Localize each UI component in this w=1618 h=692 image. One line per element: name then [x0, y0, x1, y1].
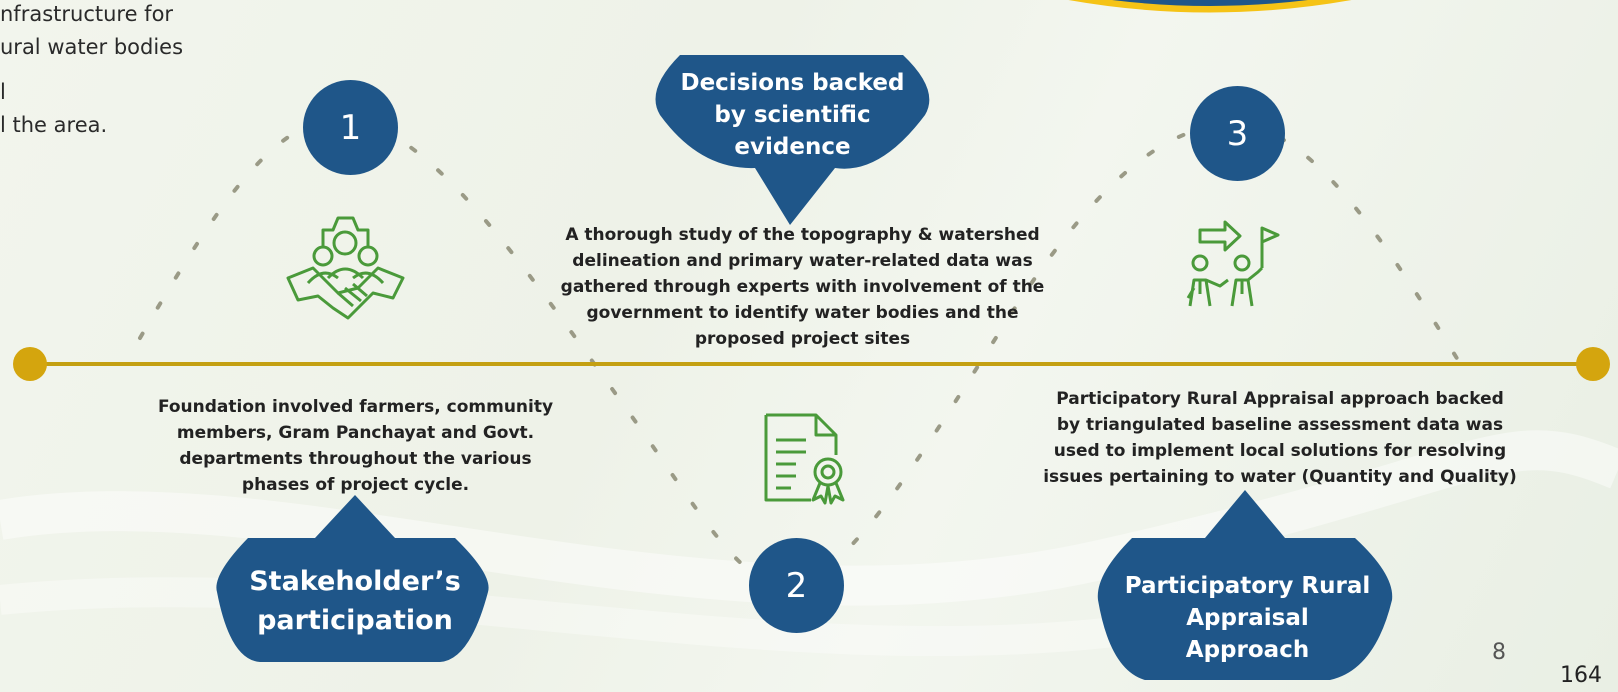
title-line: Stakeholder’s — [249, 566, 461, 597]
description-line: departments throughout the various — [179, 449, 532, 469]
corner-page-number: 164 — [1560, 663, 1602, 688]
step-2-title: Decisions backed by scientific evidence — [670, 67, 915, 163]
step-2-description: A thorough study of the topography & wat… — [530, 222, 1075, 352]
step-number-2: 2 — [749, 538, 844, 633]
intro-line: l — [0, 80, 6, 104]
timeline-line — [30, 362, 1593, 366]
description-line: by triangulated baseline assessment data… — [1056, 415, 1504, 435]
timeline-end-dot — [1576, 347, 1610, 381]
intro-line: l the area. — [0, 113, 108, 137]
intro-line: ural water bodies — [0, 35, 184, 59]
step-3-description: Participatory Rural Appraisal approach b… — [1015, 386, 1545, 490]
step-1-title: Stakeholder’s participation — [225, 562, 485, 640]
step-1-description: Foundation involved farmers, community m… — [128, 394, 583, 498]
description-line: government to identify water bodies and … — [586, 303, 1019, 323]
step-3-title: Participatory Rural Appraisal Approach — [1110, 570, 1385, 666]
title-line: by scientific — [714, 102, 871, 128]
title-line: Participatory Rural — [1124, 573, 1371, 599]
description-line: used to implement local solutions for re… — [1053, 441, 1507, 461]
page-number: 8 — [1492, 640, 1506, 665]
description-line: gathered through experts with involvemen… — [560, 277, 1045, 297]
description-line: A thorough study of the topography & wat… — [565, 225, 1040, 245]
description-line: Foundation involved farmers, community — [157, 397, 554, 417]
step-number-1: 1 — [303, 80, 398, 175]
title-line: evidence — [734, 134, 851, 160]
title-line: Appraisal — [1186, 605, 1309, 631]
title-line: Approach — [1185, 637, 1310, 663]
step-number-3: 3 — [1190, 86, 1285, 181]
leadership-people-icon — [1186, 220, 1280, 307]
description-line: Participatory Rural Appraisal approach b… — [1056, 389, 1504, 409]
timeline-start-dot — [13, 347, 47, 381]
certificate-document-icon — [764, 413, 845, 505]
description-line: proposed project sites — [694, 329, 911, 349]
title-line: Decisions backed — [680, 70, 905, 96]
description-line: phases of project cycle. — [241, 475, 470, 495]
handshake-teamwork-icon — [286, 216, 405, 320]
description-line: delineation and primary water-related da… — [572, 251, 1033, 271]
description-line: members, Gram Panchayat and Govt. — [176, 423, 535, 443]
description-line: issues pertaining to water (Quantity and… — [1043, 467, 1517, 487]
intro-text-fragment: nfrastructure for ural water bodies l l … — [0, 0, 183, 142]
header-banner-fragment — [1068, 0, 1352, 13]
intro-line: nfrastructure for — [0, 2, 174, 26]
title-line: participation — [257, 605, 453, 636]
